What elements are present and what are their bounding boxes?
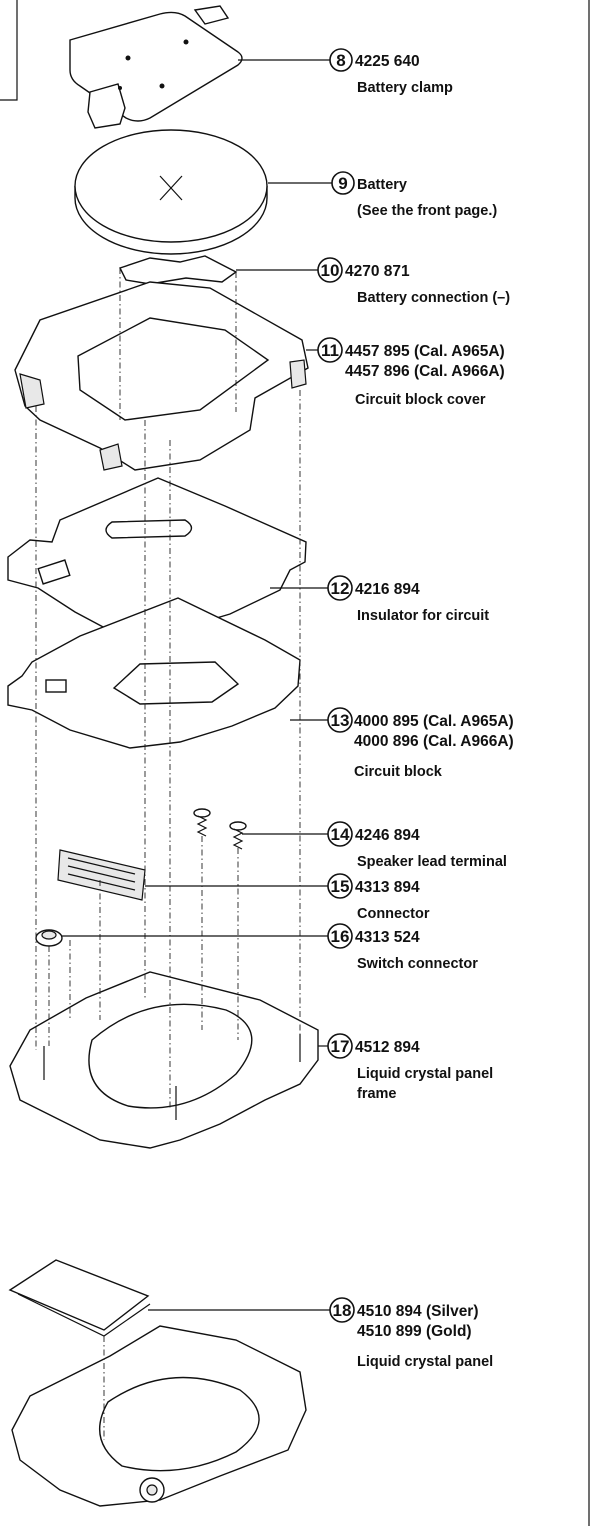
battery-drawing [74, 129, 268, 255]
part-code: 4216 894 [355, 581, 420, 598]
part-code: 4457 895 (Cal. A965A) [345, 343, 505, 360]
part-name: Battery connection (–) [357, 290, 510, 306]
part-name: frame [357, 1086, 397, 1102]
part-number: 11 [321, 341, 339, 360]
insulator-drawing [7, 477, 307, 637]
part-code: 4512 894 [355, 1039, 420, 1056]
part-number: 8 [336, 51, 345, 70]
connector-drawing [57, 849, 146, 901]
part-code: 4457 896 (Cal. A966A) [345, 363, 505, 380]
part-name: Circuit block cover [355, 392, 486, 408]
part-number-circle [327, 873, 353, 899]
circuit-block-cover-drawing [14, 281, 309, 471]
part-callout-17: 17 4512 894 Liquid crystal panel frame [327, 1033, 493, 1102]
part-callout-8: 8 4225 640 Battery clamp [329, 48, 453, 96]
part-number: 16 [331, 927, 350, 946]
lcd-panel-frame-drawing [9, 971, 319, 1149]
part-callout-14: 14 4246 894 Speaker lead terminal [327, 821, 507, 870]
leader-lines [62, 59, 332, 1311]
part-callout-13: 13 4000 895 (Cal. A965A) 4000 896 (Cal. … [327, 707, 514, 780]
part-number-circle [317, 257, 343, 283]
part-code: 4510 899 (Gold) [357, 1323, 472, 1340]
lcd-panel-drawing [8, 1259, 307, 1507]
part-number-circle [331, 171, 355, 195]
part-number-circle [327, 1033, 353, 1059]
part-number-circle [327, 575, 353, 601]
part-name: Connector [357, 906, 430, 922]
part-number: 10 [321, 261, 340, 280]
part-number: 18 [333, 1301, 352, 1320]
part-number-circle [327, 821, 353, 847]
part-number-circle [329, 1297, 355, 1323]
part-code: 4000 895 (Cal. A965A) [354, 713, 514, 730]
battery-connection-drawing [119, 255, 238, 285]
part-code: 4313 524 [355, 929, 420, 946]
part-number: 17 [331, 1037, 350, 1056]
battery-clamp-drawing [69, 5, 243, 129]
part-number: 15 [331, 877, 350, 896]
part-callout-9: 9 Battery (See the front page.) [331, 171, 497, 219]
part-callout-12: 12 4216 894 Insulator for circuit [327, 575, 489, 624]
part-callout-15: 15 4313 894 Connector [327, 873, 430, 922]
part-name: Circuit block [354, 764, 443, 780]
part-callout-18: 18 4510 894 (Silver) 4510 899 (Gold) Liq… [329, 1297, 493, 1370]
part-code: 4510 894 (Silver) [357, 1303, 479, 1320]
part-name: Battery clamp [357, 80, 453, 96]
alignment-lines [35, 268, 301, 1440]
part-name: Liquid crystal panel [357, 1354, 493, 1370]
part-name: Liquid crystal panel [357, 1066, 493, 1082]
speaker-lead-terminal-drawing [193, 808, 247, 850]
part-number: 9 [338, 174, 347, 193]
circuit-block-drawing [7, 597, 301, 749]
part-callout-16: 16 4313 524 Switch connector [327, 923, 478, 972]
part-name: Speaker lead terminal [357, 854, 507, 870]
switch-connector-drawing [35, 929, 63, 947]
part-name: Insulator for circuit [357, 608, 489, 624]
part-number: 12 [331, 579, 350, 598]
part-callout-10: 10 4270 871 Battery connection (–) [317, 257, 510, 306]
part-callout-11: 11 4457 895 (Cal. A965A) 4457 896 (Cal. … [317, 337, 505, 408]
part-number-circle [329, 48, 353, 72]
part-name: Battery [357, 177, 407, 193]
part-code: 4000 896 (Cal. A966A) [354, 733, 514, 750]
part-code: 4270 871 [345, 263, 410, 280]
part-number: 14 [331, 825, 350, 844]
part-number: 13 [331, 711, 350, 730]
part-code: 4313 894 [355, 879, 420, 896]
part-number-circle [327, 923, 353, 949]
part-code: 4225 640 [355, 53, 420, 70]
part-code: 4246 894 [355, 827, 420, 844]
part-number-circle [327, 707, 353, 733]
part-number-circle [317, 337, 343, 363]
part-name: (See the front page.) [357, 203, 497, 219]
part-name: Switch connector [357, 956, 478, 972]
